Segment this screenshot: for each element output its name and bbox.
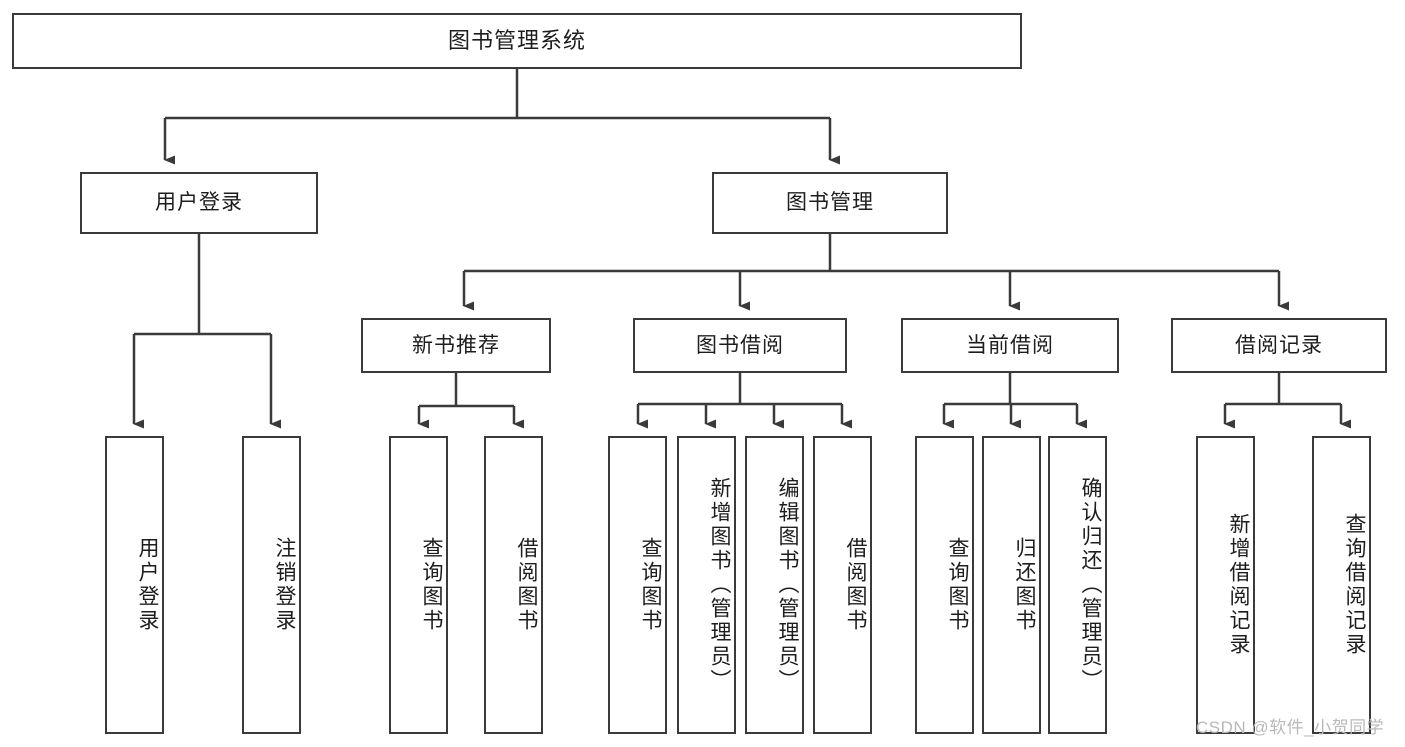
leaf-query-book-3[interactable]: 查询图书: [915, 436, 974, 734]
leaf-add-borrow-record[interactable]: 新增借阅记录: [1196, 436, 1255, 734]
node-user-login[interactable]: 用户登录: [80, 172, 318, 234]
node-borrow-record[interactable]: 借阅记录: [1171, 318, 1387, 373]
leaf-logout-login[interactable]: 注销登录: [242, 436, 301, 734]
leaf-add-book-admin[interactable]: 新增图书（管理员）: [677, 436, 736, 734]
leaf-borrow-book-1[interactable]: 借阅图书: [484, 436, 543, 734]
leaf-query-book-1[interactable]: 查询图书: [389, 436, 448, 734]
node-book-manage[interactable]: 图书管理: [712, 172, 948, 234]
leaf-return-book[interactable]: 归还图书: [982, 436, 1041, 734]
leaf-borrow-book-2[interactable]: 借阅图书: [813, 436, 872, 734]
node-current-borrow[interactable]: 当前借阅: [901, 318, 1119, 373]
csdn-watermark: CSDN @软件_小贺同学: [1196, 718, 1385, 737]
node-book-borrow[interactable]: 图书借阅: [633, 318, 847, 373]
leaf-edit-book-admin[interactable]: 编辑图书（管理员）: [745, 436, 804, 734]
leaf-query-borrow-record[interactable]: 查询借阅记录: [1312, 436, 1371, 734]
leaf-confirm-return-admin[interactable]: 确认归还（管理员）: [1048, 436, 1107, 734]
leaf-query-book-2[interactable]: 查询图书: [608, 436, 667, 734]
leaf-user-login[interactable]: 用户登录: [105, 436, 164, 734]
node-root[interactable]: 图书管理系统: [12, 13, 1022, 69]
node-new-book-recommend[interactable]: 新书推荐: [361, 318, 551, 373]
